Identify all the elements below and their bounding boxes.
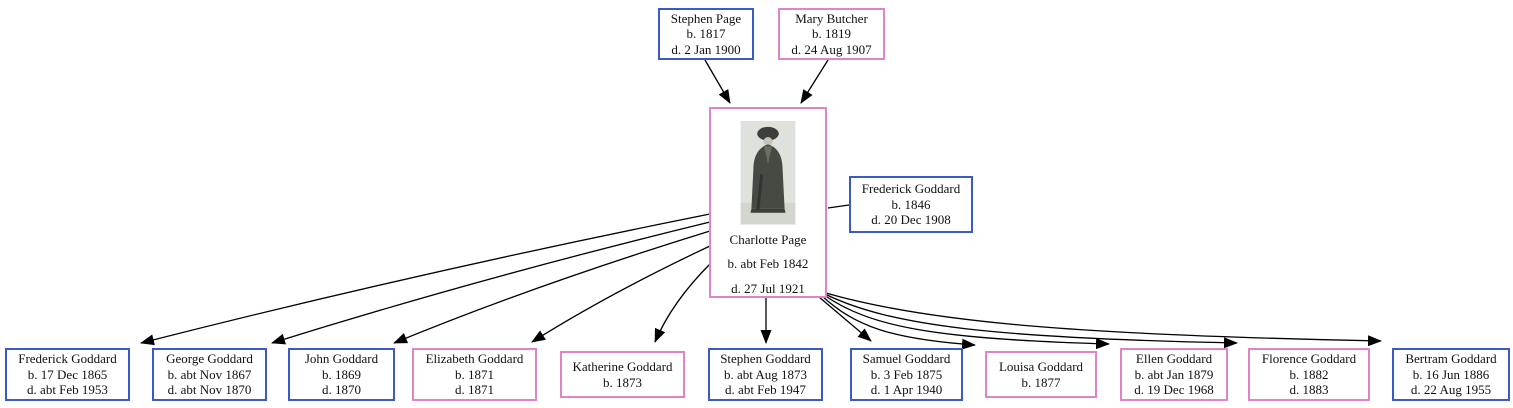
person-name: Katherine Goddard <box>572 359 673 374</box>
person-death: d. 1883 <box>1289 382 1329 398</box>
edge-subject-to-child-6 <box>818 296 872 342</box>
person-birth: b. 1817 <box>686 26 726 42</box>
person-node-father[interactable]: Stephen Page b. 1817 d. 2 Jan 1900 <box>658 8 754 60</box>
edge-subject-to-child-10 <box>825 292 1382 347</box>
person-birth: b. 1873 <box>603 374 642 390</box>
edge-subject-to-child-4 <box>654 263 711 343</box>
person-death: d. abt Nov 1870 <box>167 382 252 398</box>
edge-subject-to-child-8 <box>823 294 1110 350</box>
person-name: John Goddard <box>304 351 379 367</box>
edge-mother-to-subject <box>800 59 829 104</box>
person-node-child-10[interactable]: Bertram Goddard b. 16 Jun 1886 d. 22 Aug… <box>1392 348 1510 401</box>
person-birth: b. 1871 <box>455 366 494 382</box>
person-name: Louisa Goddard <box>998 359 1084 374</box>
person-name: Charlotte Page <box>729 231 807 247</box>
person-death: d. 22 Aug 1955 <box>1410 382 1492 398</box>
edge-subject-to-child-7 <box>821 295 976 350</box>
person-node-child-4[interactable]: Katherine Goddard b. 1873 <box>560 351 685 398</box>
person-birth: b. 1869 <box>322 366 361 382</box>
person-node-child-1[interactable]: George Goddard b. abt Nov 1867 d. abt No… <box>152 348 267 401</box>
person-node-child-9[interactable]: Florence Goddard b. 1882 d. 1883 <box>1248 348 1370 401</box>
person-node-child-2[interactable]: John Goddard b. 1869 d. 1870 <box>288 348 395 401</box>
person-birth: b. abt Aug 1873 <box>723 366 808 382</box>
edge-subject-to-child-0 <box>140 213 711 346</box>
person-name: Ellen Goddard <box>1135 351 1213 367</box>
edge-subject-to-child-1 <box>271 221 711 345</box>
edge-subject-to-child-9 <box>824 293 1238 349</box>
person-name: Florence Goddard <box>1261 351 1357 367</box>
person-death: d. 1871 <box>455 382 494 398</box>
edge-father-to-subject <box>704 59 731 104</box>
person-birth: b. abt Jan 1879 <box>1134 366 1214 382</box>
person-node-child-7[interactable]: Louisa Goddard b. 1877 <box>985 351 1097 398</box>
spouse-line <box>827 204 850 209</box>
person-name: Frederick Goddard <box>861 181 961 197</box>
person-death: d. abt Feb 1947 <box>725 382 806 398</box>
person-birth: b. 1877 <box>1021 374 1061 390</box>
person-name: Stephen Page <box>670 10 742 26</box>
edge-subject-to-child-2 <box>393 230 711 344</box>
person-death: d. 19 Dec 1968 <box>1134 382 1214 398</box>
person-name: Stephen Goddard <box>720 351 811 367</box>
person-death: d. 1 Apr 1940 <box>870 382 943 398</box>
person-death: d. abt Feb 1953 <box>27 382 108 398</box>
person-death: d. 20 Dec 1908 <box>871 212 951 228</box>
person-node-child-0[interactable]: Frederick Goddard b. 17 Dec 1865 d. abt … <box>5 348 130 401</box>
person-birth: b. 1846 <box>891 196 931 212</box>
person-birth: b. abt Feb 1842 <box>727 256 809 271</box>
person-birth: b. 1882 <box>1289 366 1329 382</box>
person-node-mother[interactable]: Mary Butcher b. 1819 d. 24 Aug 1907 <box>778 8 885 60</box>
person-name: Frederick Goddard <box>18 351 117 367</box>
person-death: d. 1870 <box>322 382 361 398</box>
person-death: d. 27 Jul 1921 <box>731 280 805 296</box>
person-node-subject[interactable]: Charlotte Page b. abt Feb 1842 d. 27 Jul… <box>709 107 827 298</box>
person-birth: b. 1819 <box>812 26 851 42</box>
person-node-child-6[interactable]: Samuel Goddard b. 3 Feb 1875 d. 1 Apr 19… <box>850 348 963 401</box>
person-birth: b. 16 Jun 1886 <box>1412 366 1490 382</box>
person-node-spouse[interactable]: Frederick Goddard b. 1846 d. 20 Dec 1908 <box>849 176 973 233</box>
person-birth: b. 17 Dec 1865 <box>27 366 108 382</box>
person-name: Elizabeth Goddard <box>425 351 524 367</box>
edge-subject-to-child-3 <box>531 245 711 343</box>
person-node-child-8[interactable]: Ellen Goddard b. abt Jan 1879 d. 19 Dec … <box>1120 348 1228 401</box>
person-node-child-3[interactable]: Elizabeth Goddard b. 1871 d. 1871 <box>412 348 537 401</box>
person-name: Mary Butcher <box>795 10 868 26</box>
person-name: George Goddard <box>166 351 253 367</box>
person-node-child-5[interactable]: Stephen Goddard b. abt Aug 1873 d. abt F… <box>708 348 823 401</box>
person-death: d. 2 Jan 1900 <box>671 41 741 57</box>
person-birth: b. 3 Feb 1875 <box>870 366 943 382</box>
person-birth: b. abt Nov 1867 <box>167 366 252 382</box>
person-death: d. 24 Aug 1907 <box>791 41 872 57</box>
person-name: Samuel Goddard <box>862 351 951 367</box>
person-name: Bertram Goddard <box>1405 351 1497 367</box>
subject-portrait-photo <box>740 121 796 225</box>
